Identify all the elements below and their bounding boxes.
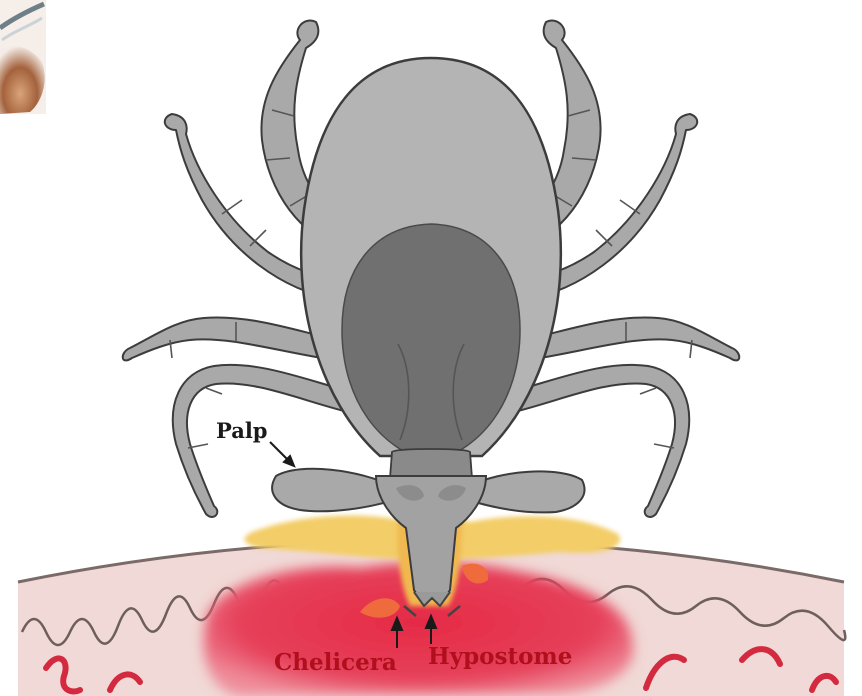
tick-photo-thumbnail — [0, 0, 46, 114]
label-chelicera: Chelicera — [274, 649, 397, 676]
label-hypostome: Hypostome — [428, 643, 572, 670]
label-palp: Palp — [216, 418, 268, 443]
tick-body — [301, 58, 561, 478]
right-leg-3 — [524, 317, 739, 360]
left-leg-3 — [123, 317, 338, 360]
